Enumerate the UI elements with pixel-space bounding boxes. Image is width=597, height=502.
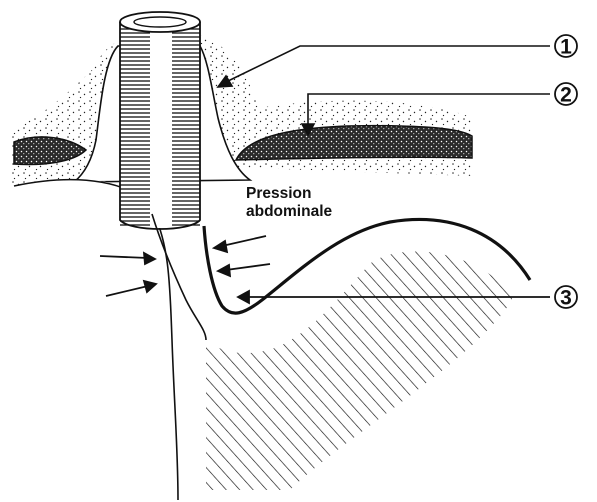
pressure-arrows-left	[100, 253, 156, 296]
pressure-label-line1: Pression	[246, 185, 311, 202]
callout-1-number: 1	[560, 36, 572, 59]
callout-1: 1	[555, 35, 577, 59]
callout-2: 2	[555, 83, 577, 107]
stippled-membrane	[12, 31, 474, 186]
callout-2-number: 2	[560, 84, 572, 107]
esophagus-lumen-inner	[134, 17, 186, 27]
callout-3: 3	[555, 286, 577, 310]
callout-3-number: 3	[560, 287, 572, 310]
pressure-label-line2: abdominale	[246, 203, 333, 220]
